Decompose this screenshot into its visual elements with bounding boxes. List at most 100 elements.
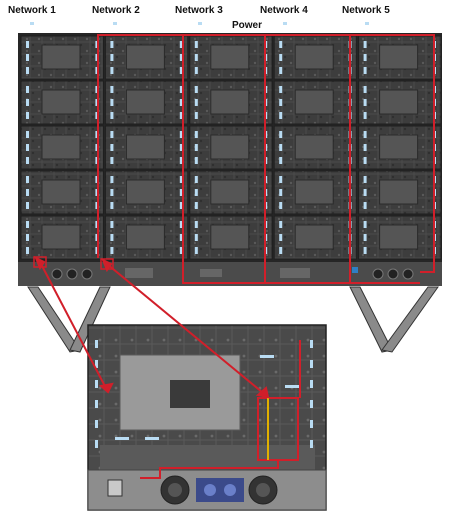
connector-dot xyxy=(194,99,198,106)
connector-dot xyxy=(194,189,198,196)
connector-dot xyxy=(95,99,99,106)
connector-dot xyxy=(179,202,183,209)
connector-dot xyxy=(110,247,114,254)
connector-dot xyxy=(179,54,183,61)
connector-dot xyxy=(110,157,114,164)
connector-dot xyxy=(95,86,99,93)
cabinet-plate xyxy=(41,89,81,115)
connector-dot xyxy=(26,247,29,254)
module-row xyxy=(100,445,315,470)
connector-dot xyxy=(279,112,283,119)
connector-dot xyxy=(110,131,114,138)
connector-dot xyxy=(26,99,29,106)
connector-dot xyxy=(179,234,183,241)
connector-dot xyxy=(363,247,367,254)
connector-dot xyxy=(279,67,283,74)
connector-dot xyxy=(26,157,29,164)
connector-dot xyxy=(26,176,29,183)
connector-dot xyxy=(110,112,114,119)
connector-dot xyxy=(95,221,99,228)
connector-dot xyxy=(26,41,29,48)
connector-dot xyxy=(26,54,29,61)
connector-dot xyxy=(110,176,114,183)
network-2-label: Network 2 xyxy=(92,5,140,16)
connector-dot xyxy=(26,234,29,241)
cabinet-plate xyxy=(125,179,165,205)
connector-dot xyxy=(95,157,99,164)
zoom-bottom-components xyxy=(107,475,278,505)
network-5-label: Network 5 xyxy=(342,5,390,16)
cabinet-plate xyxy=(294,44,334,70)
connector-dot xyxy=(363,176,367,183)
connector-dot xyxy=(179,131,183,138)
power-label: Power xyxy=(232,20,263,31)
connector-dot xyxy=(279,189,283,196)
connector-dot xyxy=(194,41,198,48)
connector-dot xyxy=(110,67,114,74)
cabinet-plate xyxy=(210,89,250,115)
cabinet-plate xyxy=(294,89,334,115)
cabinet-plate xyxy=(210,224,250,250)
cabinet-plate xyxy=(379,44,419,70)
connector-dot xyxy=(95,144,99,151)
cabinet-grid xyxy=(20,35,442,260)
connector-dot xyxy=(179,86,183,93)
zoom-dashed-connectors xyxy=(95,340,313,448)
connector-dot xyxy=(95,247,99,254)
connector-dot xyxy=(95,41,99,48)
connector-dot xyxy=(194,144,198,151)
connector-dot xyxy=(95,189,99,196)
connector-dot xyxy=(26,221,29,228)
connector-dot xyxy=(110,41,114,48)
connector-dot xyxy=(279,86,283,93)
cabinet-plate xyxy=(41,224,81,250)
connector-dot xyxy=(363,41,367,48)
connector-dot xyxy=(26,112,29,119)
connector-dot xyxy=(95,234,99,241)
cabinet-plate xyxy=(210,134,250,160)
connector-dot xyxy=(279,221,283,228)
connector-dot xyxy=(279,131,283,138)
bottom-rail-components xyxy=(51,267,414,280)
connector-dot xyxy=(363,202,367,209)
connector-dot xyxy=(194,54,198,61)
connector-dot xyxy=(194,221,198,228)
connector-dot xyxy=(95,112,99,119)
connector-dot xyxy=(194,157,198,164)
network-3-label: Network 3 xyxy=(175,5,223,16)
connector-dot xyxy=(194,112,198,119)
connector-dot xyxy=(279,176,283,183)
connector-dot xyxy=(26,202,29,209)
cabinet xyxy=(358,170,442,215)
connector-dot xyxy=(110,202,114,209)
cabinet xyxy=(104,125,189,170)
network-5-connector-marker xyxy=(365,22,369,25)
connector-dot xyxy=(179,41,183,48)
network-2-connector-marker xyxy=(113,22,117,25)
connector-dot xyxy=(363,67,367,74)
connector-dot xyxy=(110,54,114,61)
cabinet-plate xyxy=(294,179,334,205)
zoom-callout-lines xyxy=(34,255,270,399)
connector-dot xyxy=(279,202,283,209)
connector-dot xyxy=(194,202,198,209)
connector-dot xyxy=(194,86,198,93)
connector-dot xyxy=(363,144,367,151)
cabinet-plate xyxy=(41,44,81,70)
connector-dot xyxy=(26,67,29,74)
connector-dot xyxy=(110,86,114,93)
cabinet-plate xyxy=(125,134,165,160)
connector-dot xyxy=(95,202,99,209)
connector-dot xyxy=(363,112,367,119)
connector-dot xyxy=(179,67,183,74)
connector-dot xyxy=(95,54,99,61)
video-wall-rear-view xyxy=(18,33,442,286)
cabinet-plate xyxy=(294,224,334,250)
connector-dot xyxy=(26,86,29,93)
connector-dot xyxy=(179,176,183,183)
connector-dot xyxy=(279,144,283,151)
connector-dot xyxy=(179,112,183,119)
cabinet-plate xyxy=(125,89,165,115)
connector-dot xyxy=(363,157,367,164)
